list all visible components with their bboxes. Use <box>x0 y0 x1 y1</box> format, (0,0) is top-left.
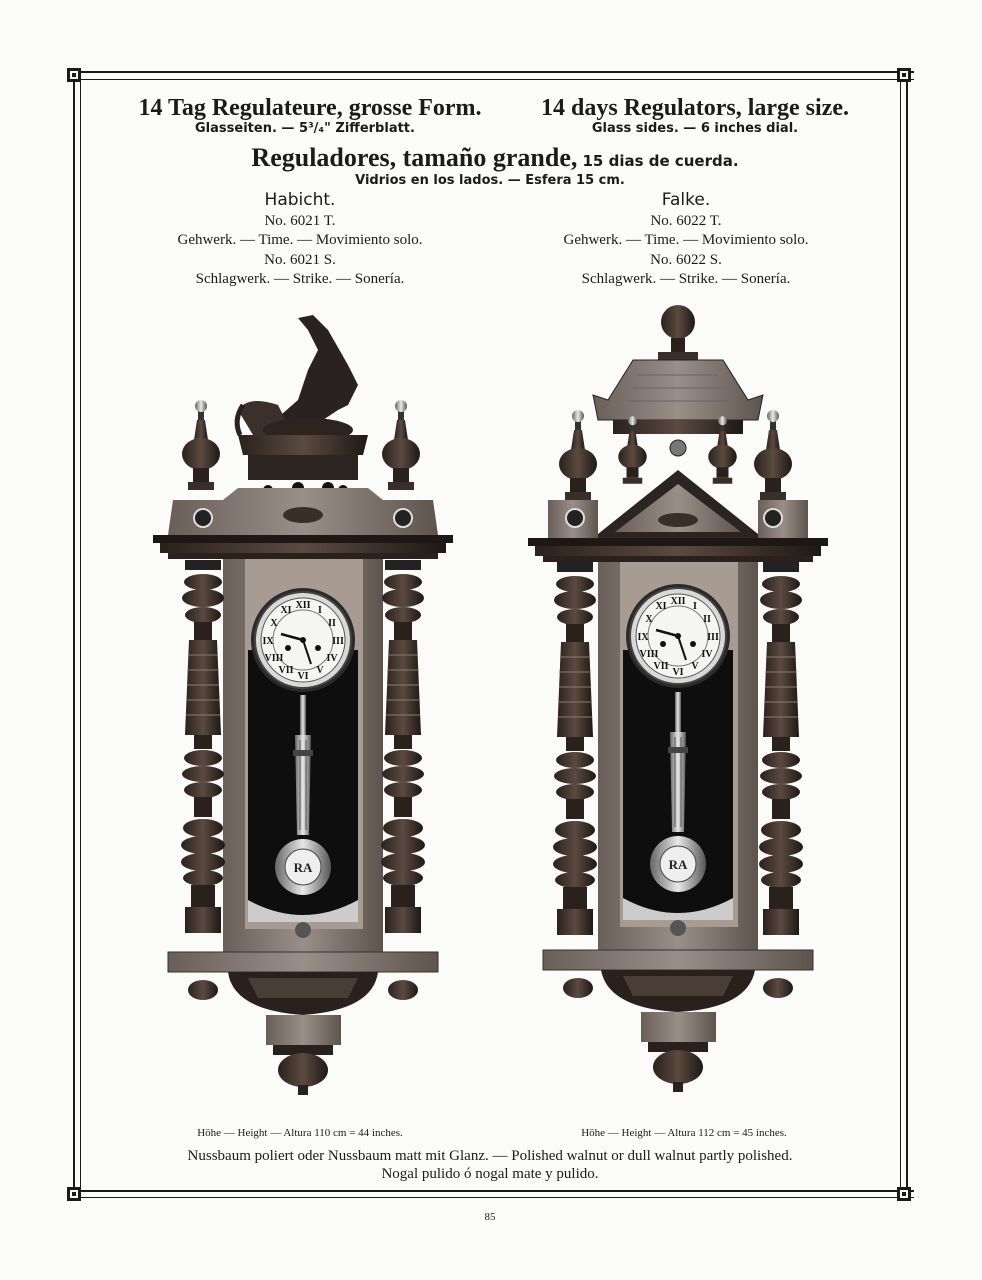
clock-name-falke: Falke. <box>661 190 711 210</box>
english-subtitle: Glass sides. — 6 inches dial. <box>591 121 799 136</box>
height-falke: Höhe — Height — Altura 112 cm = 45 inche… <box>581 1127 787 1139</box>
corner-ornament-top-left <box>67 68 81 82</box>
spanish-title: Reguladores, tamaño grande, <box>251 143 578 172</box>
corner-ornament-bottom-left <box>67 1187 81 1201</box>
corner-ornament-top-right <box>897 68 911 82</box>
model-number-strike-6021: No. 6021 S. <box>264 252 336 268</box>
material-description-line1: Nussbaum poliert oder Nussbaum matt mit … <box>187 1148 793 1164</box>
spanish-title-small: 15 dias de cuerda. <box>582 152 739 170</box>
page-number: 85 <box>484 1211 496 1223</box>
spanish-title-line: Reguladores, tamaño grande, 15 dias de c… <box>200 143 790 173</box>
clock-illustration-falke <box>528 305 828 1092</box>
strike-description-6021: Schlagwerk. — Strike. — Sonería. <box>195 271 405 287</box>
english-title: 14 days Regulators, large size. <box>541 95 849 121</box>
german-subtitle: Glasseiten. — 5³/₄" Zifferblatt. <box>195 121 415 136</box>
clock-name-habicht: Habicht. <box>264 190 336 210</box>
time-description-6021: Gehwerk. — Time. — Movimiento solo. <box>177 232 423 248</box>
time-description-6022: Gehwerk. — Time. — Movimiento solo. <box>563 232 809 248</box>
model-number-strike-6022: No. 6022 S. <box>650 252 722 268</box>
corner-ornament-bottom-right <box>897 1187 911 1201</box>
material-description-line2: Nogal pulido ó nogal mate y pulido. <box>381 1166 599 1182</box>
german-title: 14 Tag Regulateure, grosse Form. <box>138 95 482 121</box>
spanish-subtitle: Vidrios en los lados. — Esfera 15 cm. <box>355 173 625 188</box>
clock-illustration-habicht <box>153 315 453 1095</box>
horse-crest <box>234 315 358 442</box>
height-habicht: Höhe — Height — Altura 110 cm = 44 inche… <box>197 1127 403 1139</box>
strike-description-6022: Schlagwerk. — Strike. — Sonería. <box>581 271 791 287</box>
model-number-time-6021: No. 6021 T. <box>264 213 336 229</box>
model-number-time-6022: No. 6022 T. <box>650 213 722 229</box>
